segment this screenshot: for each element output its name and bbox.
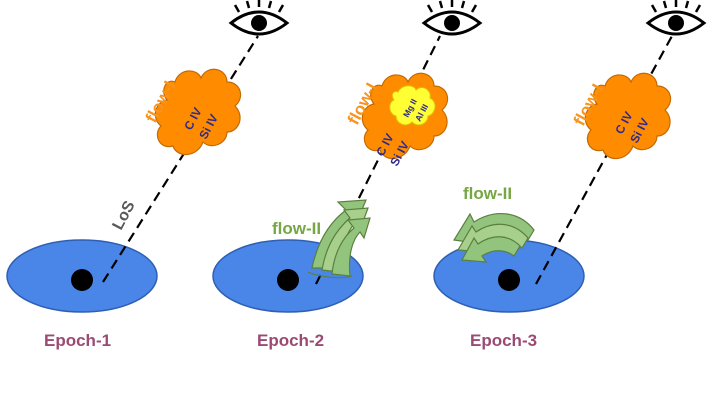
epoch-3-nucleus [498, 269, 520, 291]
epoch-2-panel: flow-I C IV Si IV Mg II Al III flow-II E… [212, 0, 482, 350]
epoch-1-los-label: LoS [110, 198, 139, 233]
eye-icon [229, 0, 289, 36]
epoch-3-sightline [535, 35, 673, 285]
epoch-1-nucleus [71, 269, 93, 291]
eye-icon [646, 0, 706, 36]
epoch-3-panel: flow-I C IV Si IV flow-II Epoch-3 [433, 0, 706, 350]
epoch-3-label: Epoch-3 [470, 331, 537, 350]
epoch-2-nucleus [277, 269, 299, 291]
epoch-2-flow2-label: flow-II [272, 219, 321, 238]
epoch-2-label: Epoch-2 [257, 331, 324, 350]
epoch-3-flow2-label: flow-II [463, 184, 512, 203]
eye-icon [422, 0, 482, 36]
curved-arrow-icon [453, 212, 535, 263]
epoch-1-label: Epoch-1 [44, 331, 111, 350]
epoch-1-sightline [102, 35, 259, 283]
curved-arrow-icon [307, 199, 371, 279]
